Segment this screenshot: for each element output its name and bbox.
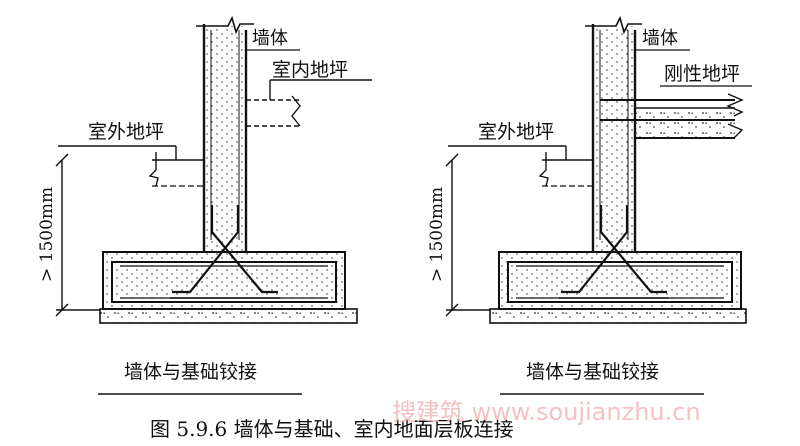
right-dimension-label: > 1500mm [427, 187, 447, 282]
left-indoor-floor [246, 79, 372, 127]
right-footing [498, 251, 742, 310]
left-blinding-layer [99, 308, 358, 324]
right-hinge-bars [559, 205, 669, 299]
left-outdoor-grade [58, 145, 204, 187]
right-dimension [445, 153, 490, 317]
left-footing [102, 251, 346, 310]
left-detail: 墙体 室内地坪 室外地坪 > 1500mm 墙体与基础铰接 [37, 15, 372, 395]
left-wall-label: 墙体 [252, 28, 288, 49]
right-rigid-floor-label: 刚性地坪 [664, 63, 740, 85]
left-wall [196, 15, 254, 252]
right-outdoor-floor-label: 室外地坪 [478, 121, 554, 143]
right-wall-label: 墙体 [642, 28, 678, 49]
left-hinge-bars [170, 205, 280, 299]
figure-caption: 图 5.9.6 墙体与基础、室内地面层板连接 [150, 417, 514, 441]
right-detail: 墙体 刚性地坪 室外地坪 > 1500mm 墙体与基础铰接 [427, 15, 752, 395]
right-rigid-slab [600, 93, 744, 139]
left-indoor-floor-label: 室内地坪 [272, 59, 348, 81]
watermark: 搜建筑 www.soujianzhu.cn [392, 398, 701, 426]
left-dimension-label: > 1500mm [37, 187, 57, 282]
right-caption: 墙体与基础铰接 [526, 361, 659, 383]
left-outdoor-floor-label: 室外地坪 [88, 121, 164, 143]
right-blinding-layer [489, 308, 747, 324]
left-caption: 墙体与基础铰接 [124, 361, 257, 383]
right-wall [585, 15, 642, 252]
left-dimension [55, 153, 100, 317]
right-outdoor-grade [448, 145, 593, 187]
